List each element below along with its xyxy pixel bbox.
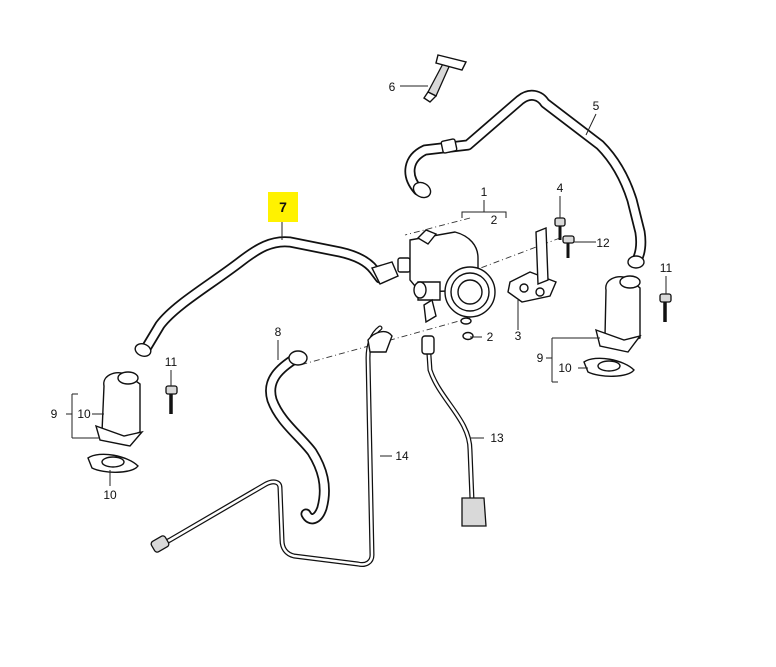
flange-left bbox=[87, 371, 144, 473]
highlight-box bbox=[268, 192, 298, 222]
callout-1: 1 bbox=[481, 185, 488, 199]
screw-12 bbox=[562, 235, 575, 258]
leader-line bbox=[585, 113, 597, 136]
callout-4: 4 bbox=[557, 181, 564, 195]
callout-3: 3 bbox=[515, 329, 522, 343]
callout-10: 10 bbox=[77, 407, 91, 421]
pipe-14 bbox=[150, 325, 393, 567]
clip-bracket bbox=[423, 54, 468, 103]
callout-13: 13 bbox=[490, 431, 504, 445]
callout-11: 11 bbox=[165, 355, 178, 369]
bolt-11-right bbox=[659, 293, 672, 322]
callout-10: 10 bbox=[103, 488, 117, 502]
hose-5 bbox=[404, 89, 647, 269]
hose-13 bbox=[421, 335, 487, 527]
leader-line bbox=[461, 211, 507, 218]
callout-9: 9 bbox=[537, 351, 544, 365]
flange-right bbox=[583, 275, 642, 377]
valve-assembly bbox=[397, 229, 496, 325]
alignment-line bbox=[404, 217, 471, 236]
mounting-bracket bbox=[507, 226, 557, 303]
o-ring bbox=[462, 331, 474, 341]
callout-14: 14 bbox=[395, 449, 409, 463]
leader-line bbox=[66, 393, 100, 439]
callout-6: 6 bbox=[389, 80, 396, 94]
callout-5: 5 bbox=[593, 99, 600, 113]
hose-8 bbox=[265, 350, 330, 525]
callout-11: 11 bbox=[660, 261, 673, 275]
alignment-line bbox=[299, 317, 471, 366]
callout-8: 8 bbox=[275, 325, 282, 339]
callout-2: 2 bbox=[491, 213, 498, 227]
hose-7 bbox=[134, 236, 399, 357]
callout-9: 9 bbox=[51, 407, 58, 421]
callout-2: 2 bbox=[487, 330, 494, 344]
leader-line bbox=[546, 337, 600, 383]
callout-12: 12 bbox=[596, 236, 610, 250]
callout-10: 10 bbox=[558, 361, 572, 375]
callout-7: 7 bbox=[279, 199, 287, 215]
bolt-11-left bbox=[165, 385, 178, 414]
